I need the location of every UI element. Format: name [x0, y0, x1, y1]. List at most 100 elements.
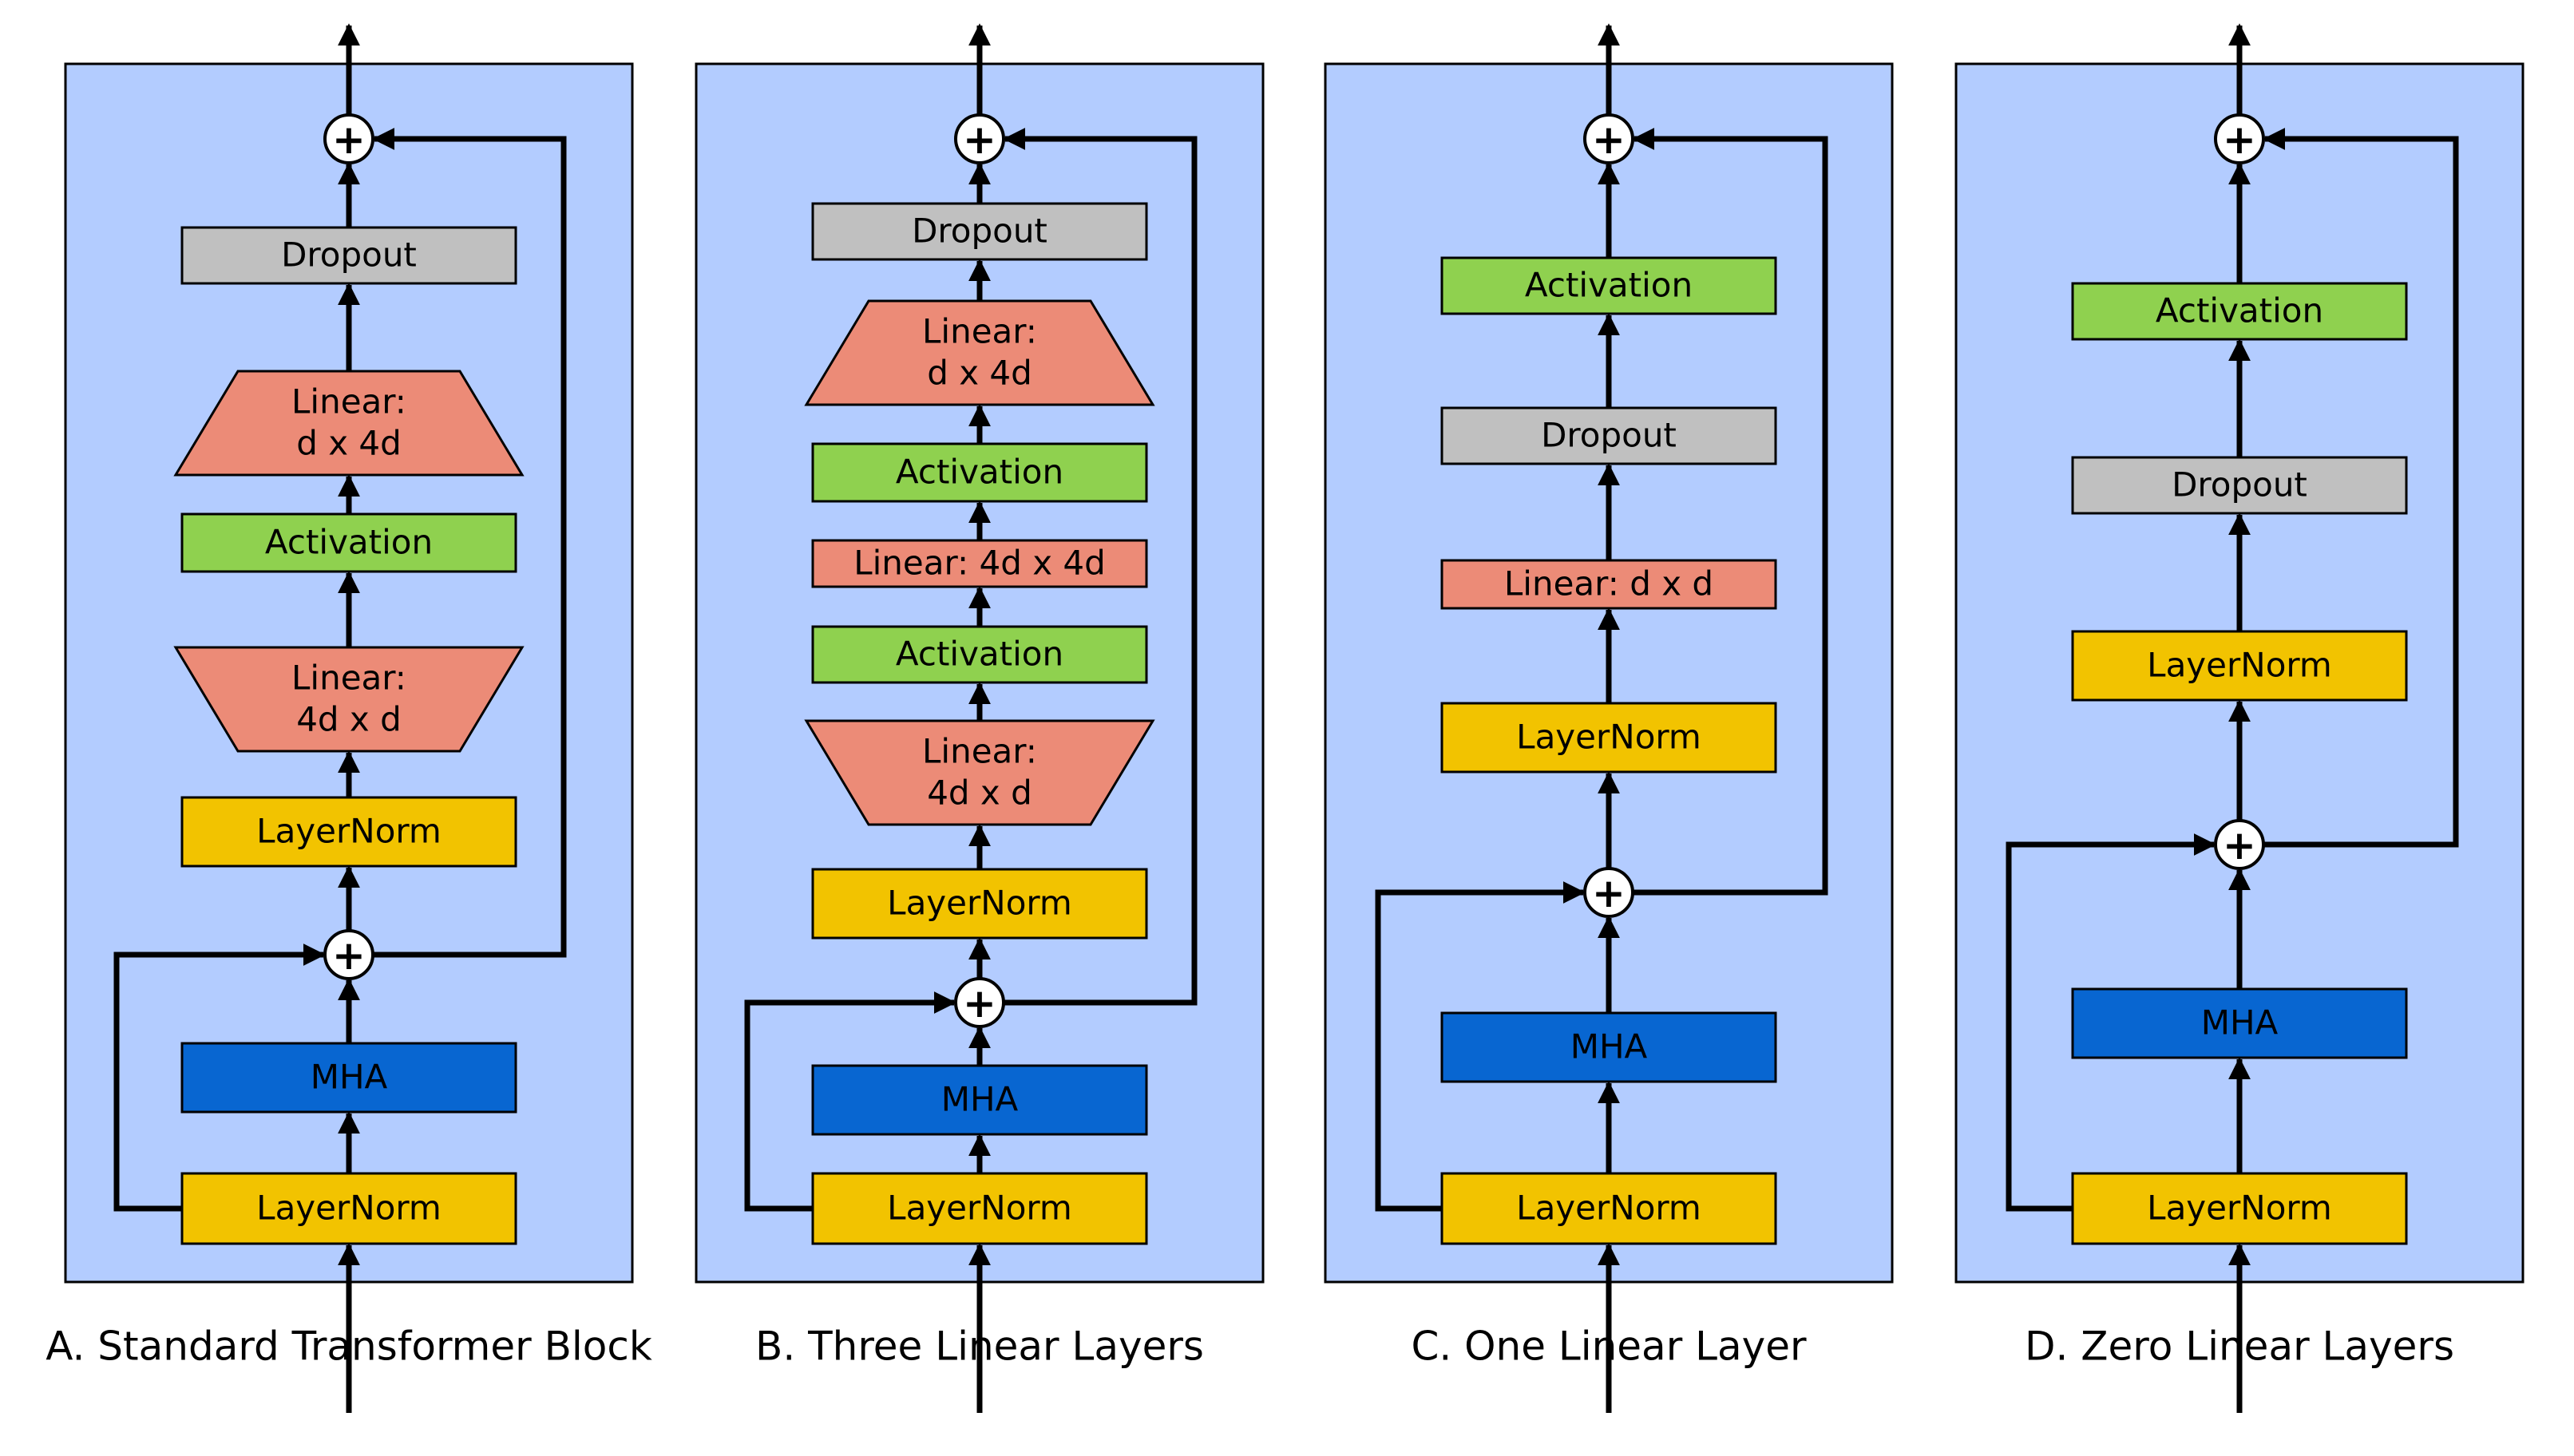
block-label: Linear: — [922, 312, 1037, 351]
block-label: MHA — [311, 1058, 388, 1097]
residual-add-node: + — [954, 977, 1005, 1028]
panel-caption: B. Three Linear Layers — [755, 1323, 1204, 1370]
add-circle — [323, 929, 374, 980]
plus-symbol: + — [2223, 822, 2256, 868]
block-label: LayerNorm — [2147, 646, 2332, 685]
mha-block: MHA — [811, 1064, 1148, 1136]
block-label: LayerNorm — [1516, 1189, 1701, 1228]
activation-rect — [180, 512, 517, 573]
linear-block: Linear: 4d x 4d — [811, 539, 1148, 588]
block-label: Activation — [896, 635, 1063, 674]
activation-rect — [1440, 256, 1777, 315]
mha-rect — [2071, 987, 2408, 1059]
residual-add-node: + — [323, 113, 374, 164]
activation-block: Activation — [811, 625, 1148, 684]
layernorm-block: LayerNorm — [1440, 1172, 1777, 1245]
layernorm-rect — [180, 1172, 517, 1245]
block-label: MHA — [941, 1080, 1019, 1119]
block-label: LayerNorm — [256, 812, 442, 851]
block-label: LayerNorm — [1516, 718, 1701, 757]
block-label: LayerNorm — [2147, 1189, 2332, 1228]
dropout-rect — [180, 226, 517, 285]
residual-add-node: + — [323, 929, 374, 980]
residual-connection-attention — [113, 944, 326, 1212]
block-label: Linear: 4d x 4d — [853, 544, 1106, 583]
layernorm-block: LayerNorm — [2071, 1172, 2408, 1245]
activation-rect — [2071, 282, 2408, 341]
mha-block: MHA — [1440, 1011, 1777, 1083]
plus-symbol: + — [963, 117, 996, 163]
dropout-block: Dropout — [2071, 456, 2408, 515]
plus-symbol: + — [1592, 870, 1626, 916]
panel-d: LayerNormMHA+LayerNormDropoutActivation+… — [1954, 23, 2524, 1413]
panel-caption: A. Standard Transformer Block — [46, 1323, 652, 1370]
block-label: Activation — [265, 523, 433, 562]
residual-connection-attention — [2006, 833, 2216, 1212]
linear-block: Linear: d x d — [1440, 559, 1777, 610]
activation-rect — [811, 625, 1148, 684]
block-label: Dropout — [281, 235, 417, 275]
residual-add-node: + — [954, 113, 1005, 164]
dropout-rect — [811, 202, 1148, 261]
block-label: LayerNorm — [887, 884, 1072, 923]
layernorm-rect — [811, 868, 1148, 940]
block-label: 4d x d — [296, 700, 402, 739]
linear-block: Linear:4d x d — [173, 646, 525, 753]
block-label: Linear: — [922, 732, 1037, 771]
layernorm-rect — [2071, 630, 2408, 702]
activation-block: Activation — [811, 442, 1148, 503]
linear-trapezoid — [804, 299, 1155, 406]
dropout-block: Dropout — [1440, 406, 1777, 465]
block-label: Dropout — [1541, 416, 1677, 455]
block-label: Linear: — [291, 382, 406, 421]
activation-block: Activation — [1440, 256, 1777, 315]
residual-connection-feedforward — [372, 128, 567, 958]
block-label: d x 4d — [296, 424, 402, 463]
mha-block: MHA — [2071, 987, 2408, 1059]
add-circle — [2214, 113, 2265, 164]
linear-rect — [1440, 559, 1777, 610]
residual-add-node: + — [1583, 867, 1634, 918]
add-circle — [1583, 867, 1634, 918]
dropout-block: Dropout — [180, 226, 517, 285]
block-label: Activation — [896, 453, 1063, 492]
mha-rect — [1440, 1011, 1777, 1083]
layernorm-block: LayerNorm — [180, 796, 517, 868]
block-label: Dropout — [2172, 465, 2307, 504]
activation-block: Activation — [2071, 282, 2408, 341]
layernorm-block: LayerNorm — [180, 1172, 517, 1245]
add-circle — [1583, 113, 1634, 164]
block-label: Activation — [1525, 266, 1693, 305]
block-label: LayerNorm — [887, 1189, 1072, 1228]
mha-rect — [811, 1064, 1148, 1136]
panel-caption: D. Zero Linear Layers — [2025, 1323, 2454, 1370]
layernorm-rect — [811, 1172, 1148, 1245]
linear-rect — [811, 539, 1148, 588]
mha-rect — [180, 1042, 517, 1114]
residual-connection-feedforward — [2263, 128, 2459, 848]
block-label: Dropout — [912, 212, 1047, 251]
block-label: Linear: — [291, 659, 406, 698]
layernorm-block: LayerNorm — [811, 868, 1148, 940]
block-label: 4d x d — [927, 774, 1032, 813]
plus-symbol: + — [2223, 117, 2256, 163]
activation-block: Activation — [180, 512, 517, 573]
residual-add-node: + — [2214, 113, 2265, 164]
block-label: d x 4d — [927, 354, 1032, 393]
residual-connection-attention — [744, 991, 956, 1212]
plus-symbol: + — [332, 932, 366, 979]
residual-connection-feedforward — [1632, 128, 1828, 896]
linear-block: Linear:4d x d — [804, 719, 1155, 826]
add-circle — [954, 113, 1005, 164]
plus-symbol: + — [332, 117, 366, 163]
residual-add-node: + — [1583, 113, 1634, 164]
activation-rect — [811, 442, 1148, 503]
linear-block: Linear:d x 4d — [173, 370, 525, 477]
layernorm-block: LayerNorm — [2071, 630, 2408, 702]
residual-connection-attention — [1375, 881, 1586, 1212]
layernorm-block: LayerNorm — [1440, 702, 1777, 774]
